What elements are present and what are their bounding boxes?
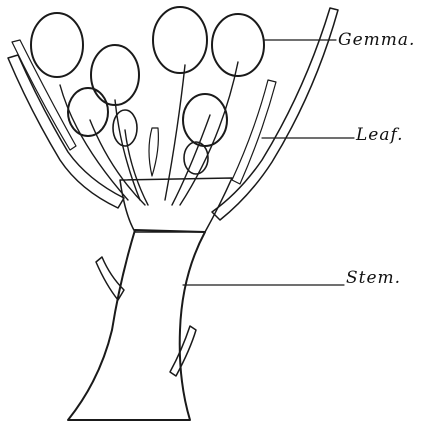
gemma-5 xyxy=(68,88,108,136)
side-branch-right xyxy=(170,326,196,376)
leaf-left-long xyxy=(8,55,124,208)
gemma-label: Gemma. xyxy=(338,30,415,50)
stem-collar xyxy=(120,178,232,232)
gemma-2 xyxy=(91,45,139,105)
gemma-8 xyxy=(184,142,208,174)
gemma-1 xyxy=(31,13,83,77)
leaf-center-small xyxy=(149,128,158,176)
stem-body xyxy=(68,230,205,420)
leaf-right-inner xyxy=(232,80,276,184)
gemma-3 xyxy=(153,7,207,73)
leader-lines xyxy=(183,40,354,285)
gemma-stalks xyxy=(60,62,238,205)
side-branch-left xyxy=(96,257,124,300)
leaf-label: Leaf. xyxy=(356,125,404,145)
gemma-6 xyxy=(183,94,227,146)
gemma-7 xyxy=(113,110,137,146)
stem-label: Stem. xyxy=(346,268,401,288)
gemma-4 xyxy=(212,14,264,76)
